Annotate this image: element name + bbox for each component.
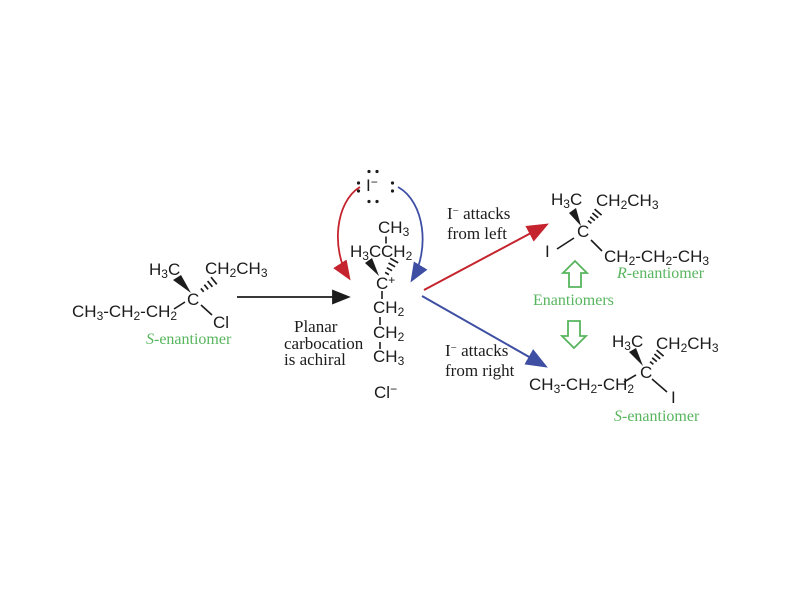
chloride-ion: Cl− (374, 382, 398, 402)
product-r-dash-ethyl: CH2CH3 (596, 191, 659, 212)
enantiomer-down-arrow (559, 320, 589, 350)
product-s-label-prefix: S (614, 408, 622, 425)
carbocation-ch2-lower: CH2 (373, 323, 405, 344)
reactant-stereocenter: C (187, 290, 200, 309)
curved-arrow-attack-right (397, 186, 428, 283)
carbocation-bottom-methyl: CH3 (373, 347, 405, 368)
product-r-stereocenter: C (577, 222, 590, 241)
dashed-wedge-bond (384, 257, 399, 276)
dashed-wedge-bond (587, 208, 603, 225)
iodide-ion: I− (366, 175, 378, 195)
reactant-label-rest: -enantiomer (154, 331, 232, 348)
product-s-stereocenter: C (640, 363, 653, 382)
product-s-bonds (623, 348, 668, 393)
note-line-2: carbocation (284, 333, 364, 353)
product-r-label-rest: -enantiomer (626, 265, 705, 282)
iodide-lone-pair-dots (356, 169, 395, 204)
attack-left-line-1: I− attacks (447, 204, 511, 223)
attack-from-left-note: I− attacks from left (447, 201, 510, 244)
planar-carbocation-note: Planar carbocation is achiral (284, 317, 364, 369)
solid-wedge-bond (173, 275, 191, 293)
reactant-label-prefix: S (146, 331, 154, 348)
solid-wedge-bond (365, 258, 379, 276)
solid-wedge-bond (629, 348, 643, 366)
attack-right-line-2: from right (445, 361, 515, 380)
attack-right-line-1: I− attacks (445, 341, 509, 360)
dashed-wedge-bond (200, 276, 218, 293)
reactant-chain: CH3-CH2-CH2 (72, 302, 178, 323)
product-r-chain: CH2-CH2-CH3 (604, 247, 710, 268)
dashed-wedge-bond (649, 349, 665, 366)
product-r-bonds (556, 208, 603, 252)
attack-arrow-to-s-product (421, 295, 548, 368)
note-line-1: Planar (294, 317, 338, 336)
attack-arrow-to-r-product (423, 223, 549, 291)
carbocation-bonds (365, 236, 399, 349)
product-s-iodine: I (671, 388, 676, 407)
carbocation-top-methyl: CH3 (378, 218, 410, 239)
product-r-wedge-methyl: H3C (551, 190, 583, 211)
carbocation-wedge-methyl: H3C (350, 242, 382, 263)
reactant-dash-ethyl: CH2CH3 (205, 259, 268, 280)
attack-from-right-note: I− attacks from right (445, 338, 514, 381)
carbocation-ch2-upper: CH2 (373, 298, 405, 319)
product-s-label-rest: -enantiomer (622, 408, 700, 425)
note-line-3: is achiral (284, 350, 346, 369)
solid-wedge-bond (569, 208, 581, 226)
product-r-label: R-enantiomer (617, 266, 704, 282)
attack-left-line-2: from left (447, 224, 507, 243)
product-s-label: S-enantiomer (614, 409, 699, 425)
reactant-wedge-methyl: H3C (149, 260, 181, 281)
carbocation-top-ch2: CH2 (381, 242, 413, 263)
product-s-dash-ethyl: CH2CH3 (656, 334, 719, 355)
product-r-label-prefix: R (617, 265, 627, 282)
curved-arrow-attack-left (333, 186, 361, 281)
enantiomer-up-arrow (560, 259, 590, 288)
reactant-chlorine: Cl (213, 313, 230, 332)
enantiomers-label: Enantiomers (533, 292, 614, 309)
carbocation-center: C+ (376, 273, 396, 293)
product-r-iodine: I (545, 242, 550, 261)
product-s-wedge-methyl: H3C (612, 332, 644, 353)
product-s-chain: CH3-CH2-CH2 (529, 375, 635, 396)
reactant-label: S-enantiomer (146, 332, 231, 348)
left-molecule-bonds (173, 275, 218, 316)
